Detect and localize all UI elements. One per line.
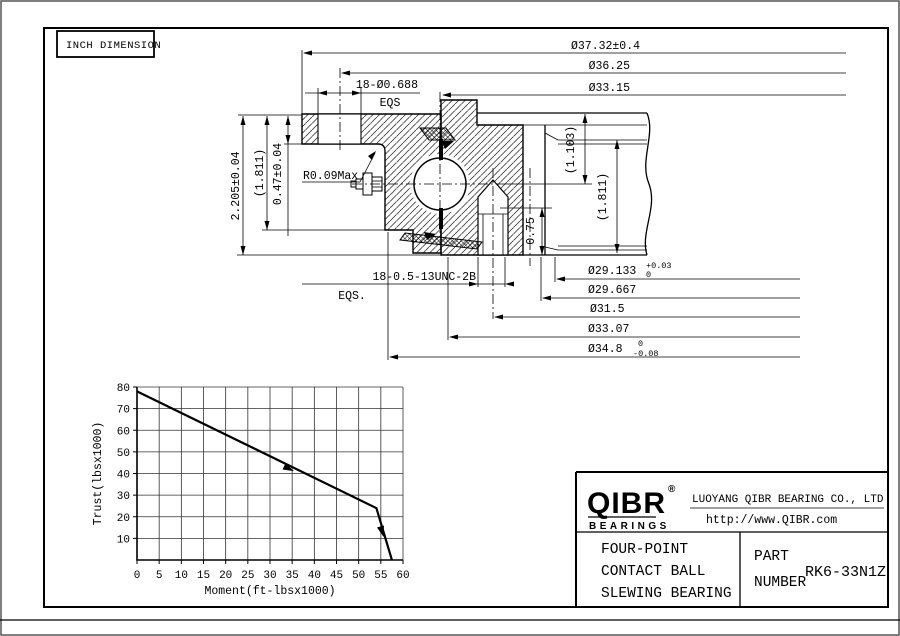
dim-flange-holes: 18-Ø0.688 — [356, 79, 418, 92]
x-tick-label: 35 — [286, 570, 299, 582]
curve-direction-marker — [377, 525, 384, 538]
qibr-logo: QIBR ® BEARINGS — [587, 484, 676, 532]
x-tick-label: 60 — [396, 570, 409, 582]
dim-inner-ring-height: (1.811) — [597, 173, 610, 221]
load-curve — [136, 390, 393, 561]
bearing-cross-section — [301, 68, 653, 319]
logo-text: QIBR — [587, 487, 666, 520]
x-tick-label: 15 — [197, 570, 210, 582]
y-tick-label: 50 — [117, 448, 130, 460]
dim-id-29133-tol-lower: 0 — [646, 270, 651, 280]
company-url: http://www.QIBR.com — [706, 514, 837, 527]
dim-od-flange: Ø37.32±0.4 — [571, 40, 640, 53]
x-tick-label: 45 — [330, 570, 343, 582]
dim-ball-pitch: Ø33.15 — [589, 82, 631, 95]
x-tick-label: 30 — [263, 570, 276, 582]
y-tick-label: 80 — [117, 383, 130, 395]
dim-top-to-center: (1.103) — [565, 126, 578, 174]
dim-id-348-tol-lower: -0.08 — [633, 349, 659, 359]
x-tick-label: 10 — [175, 570, 188, 582]
dimension-annotations: Ø37.32±0.4 Ø36.25 Ø33.15 18-Ø0.688 EQS 2… — [230, 40, 846, 360]
x-axis-title: Moment(ft-lbsx1000) — [204, 585, 335, 598]
logo-subtext: BEARINGS — [589, 521, 670, 532]
dim-total-height: 2.205±0.04 — [230, 151, 243, 220]
x-tick-label: 40 — [308, 570, 321, 582]
dim-id-29667: Ø29.667 — [588, 284, 636, 297]
outer-ring-section — [301, 113, 442, 254]
dim-thread-eqs: EQS. — [338, 290, 366, 303]
y-tick-label: 20 — [117, 513, 130, 525]
inch-dimension-label: INCH DIMENSION — [66, 40, 161, 52]
dim-fillet-radius: R0.09Max — [303, 170, 358, 183]
part-number-cell: PART NUMBER RK6-33N1Z — [754, 549, 886, 591]
break-line — [644, 112, 653, 256]
x-tick-label: 5 — [156, 570, 163, 582]
company-name: LUOYANG QIBR BEARING CO., LTD — [692, 494, 884, 506]
x-tick-label: 55 — [374, 570, 387, 582]
dim-flange-thickness: 0.47±0.04 — [272, 143, 285, 205]
dim-id-3307: Ø33.07 — [588, 323, 629, 336]
product-line-2: CONTACT BALL — [601, 564, 705, 580]
flange-bolt-hole — [317, 113, 362, 145]
dim-bolt-circle-inner: Ø31.5 — [590, 303, 625, 316]
title-block: QIBR ® BEARINGS LUOYANG QIBR BEARING CO.… — [575, 471, 888, 607]
x-tick-label: 50 — [352, 570, 365, 582]
part-label-1: PART — [754, 549, 789, 565]
y-tick-label: 30 — [117, 491, 130, 503]
dim-thread-callout: 18-0.5-13UNC-2B — [372, 271, 476, 284]
dim-id-348-tol-upper: 0 — [638, 339, 643, 349]
curve-direction-marker — [282, 463, 294, 472]
load-rating-chart: 0 5 10 15 20 25 30 35 40 45 50 55 60 10 20 30 40 50 60 70 80… — [92, 383, 410, 598]
dim-thread-depth: 0.75 — [525, 217, 538, 245]
product-line-1: FOUR-POINT — [601, 542, 688, 558]
y-tick-label: 40 — [117, 470, 130, 482]
y-tick-label: 70 — [117, 405, 130, 417]
product-description: FOUR-POINT CONTACT BALL SLEWING BEARING — [601, 542, 732, 602]
inner-ring-view — [477, 112, 653, 266]
x-tick-label: 20 — [219, 570, 232, 582]
dim-id-29133-tol-upper: +0.03 — [646, 261, 672, 271]
dim-outer-ring-height: (1.811) — [254, 149, 267, 197]
part-label-2: NUMBER — [754, 575, 807, 591]
contact-bar-bottom — [439, 208, 443, 229]
dim-id-348: Ø34.8 — [588, 343, 623, 356]
y-axis-title: Trust(lbsx1000) — [92, 422, 105, 526]
registered-mark: ® — [668, 484, 676, 495]
dim-id-29133: Ø29.133 — [588, 265, 636, 278]
y-tick-label: 60 — [117, 426, 130, 438]
contact-bar-top — [439, 139, 443, 160]
dim-flange-holes-eqs: EQS — [380, 97, 401, 110]
x-tick-label: 0 — [134, 570, 141, 582]
seal-top — [419, 127, 456, 149]
x-tick-label: 25 — [241, 570, 254, 582]
part-number-value: RK6-33N1Z — [805, 564, 886, 581]
seal-bottom — [399, 232, 483, 250]
dim-bolt-circle-outer: Ø36.25 — [589, 60, 631, 73]
inch-dimension-box: INCH DIMENSION — [56, 30, 161, 58]
y-tick-label: 10 — [117, 534, 130, 546]
product-line-3: SLEWING BEARING — [601, 586, 732, 602]
